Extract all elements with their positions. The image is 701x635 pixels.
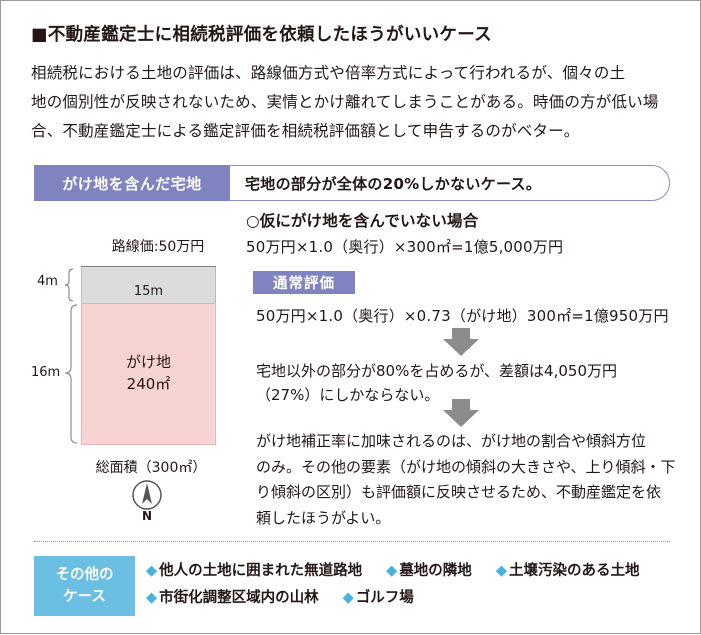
other-cases-tag-line: ケース [63,589,106,605]
plot-area-value: 240㎡ [126,375,171,393]
intro-paragraph: 相続税における土地の評価は、路線価方式や倍率方式によって行われるが、個々の土 地… [31,59,681,146]
land-height-label: 16m [31,365,61,380]
other-case-item: ◆市街化調整区域内の山林 [146,590,319,606]
other-cases-tag: その他の ケース [34,556,135,616]
diamond-bullet-icon: ◆ [146,563,158,579]
section-divider [34,541,670,542]
correction-line: のみ。その他の要素（がけ地の傾斜の大きさや、上り傾斜・下 [256,457,676,476]
brace-16m [64,304,78,444]
hypothetical-title: ○仮にがけ地を含んでいない場合 [246,212,479,230]
gake-height-label: 4m [37,274,58,289]
other-case-item: ◆土壌汚染のある土地 [495,563,640,579]
diamond-bullet-icon: ◆ [342,590,354,606]
intro-line: 合、不動産鑑定士による鑑定評価を相続税評価額として申告するのがベター。 [31,122,580,140]
gake-area [81,267,216,303]
normal-eval-tag: 通常評価 [253,271,355,294]
correction-text: がけ地補正率に加味されるのは、がけ地の割合や傾斜方位 のみ。その他の要素（がけ地… [256,429,681,531]
other-case-item: ◆ゴルフ場 [342,590,414,606]
correction-line: 頼したほうがよい。 [256,508,391,527]
difference-line: （27%）にしかならない。 [256,386,440,404]
north-label: N [141,509,153,523]
other-cases-tag-line: その他の [55,567,114,583]
intro-line: 相続税における土地の評価は、路線価方式や倍率方式によって行われるが、個々の土 [31,64,626,82]
plot-name: がけ地 [125,353,171,371]
difference-text: 宅地以外の部分が80%を占めるが、差額は4,050万円 （27%）にしかならない… [256,359,676,407]
page-title: ■不動産鑑定士に相続税評価を依頼したほうがいいケース [31,25,492,45]
down-arrow-icon [443,399,479,427]
other-cases-row: ◆市街化調整区域内の山林 ◆ゴルフ場 [146,585,686,612]
difference-line: 宅地以外の部分が80%を占めるが、差額は4,050万円 [256,362,617,380]
brace-4m [64,268,74,302]
north-compass-icon [132,480,162,510]
correction-line: がけ地補正率に加味されるのは、がけ地の割合や傾斜方位 [256,432,647,450]
other-case-item: ◆墓地の隣地 [386,563,472,579]
diamond-bullet-icon: ◆ [146,590,158,606]
correction-line: り傾斜の区別）も評価額に反映させるため、不動産鑑定を依 [256,483,662,501]
road-line [81,266,216,267]
diamond-bullet-icon: ◆ [495,563,507,579]
diamond-bullet-icon: ◆ [386,563,398,579]
other-cases-row: ◆他人の土地に囲まれた無道路地 ◆墓地の隣地 ◆土壌汚染のある土地 [146,558,686,585]
road-price-label: 路線価:50万円 [111,239,205,255]
case-tag: がけ地を含んだ宅地 [34,165,230,201]
other-cases-list: ◆他人の土地に囲まれた無道路地 ◆墓地の隣地 ◆土壌汚染のある土地 ◆市街化調整区域… [146,558,686,612]
case-description: 宅地の部分が全体の20%しかないケース。 [245,174,542,193]
other-case-item: ◆他人の土地に囲まれた無道路地 [146,563,363,579]
plot-label: がけ地 240㎡ [81,351,216,395]
hypothetical-calc: 50万円×1.0（奥行）×300㎡=1億5,000万円 [246,238,564,256]
plot-area [81,303,216,445]
total-area-label: 総面積（300㎡） [95,460,207,476]
intro-line: 地の個別性が反映されないため、実情とかけ離れてしまうことがある。時価の方が低い場 [31,93,659,111]
normal-eval-calc: 50万円×1.0（奥行）×0.73（がけ地）300㎡=1億950万円 [256,307,669,325]
width-label: 15m [133,284,164,299]
down-arrow-icon [443,328,479,356]
